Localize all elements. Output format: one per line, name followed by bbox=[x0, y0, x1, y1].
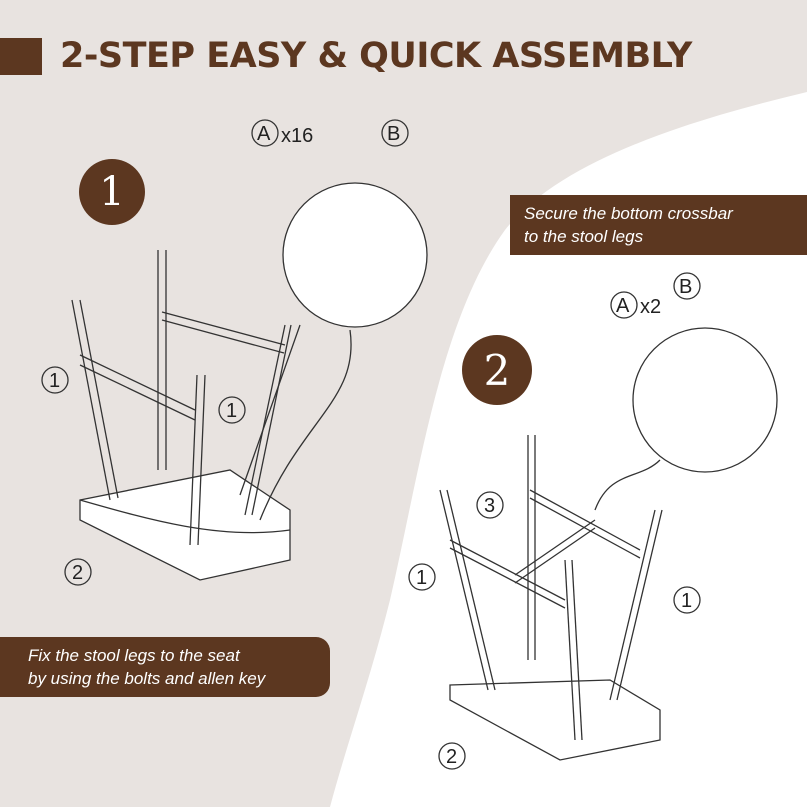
svg-text:B: B bbox=[679, 276, 692, 298]
part-label-step2-b: B bbox=[673, 272, 701, 300]
step-2-stool-drawing bbox=[439, 327, 778, 761]
svg-text:x2: x2 bbox=[640, 296, 661, 318]
part-label-step1-b: B bbox=[381, 119, 409, 147]
part-number-3: 3 bbox=[476, 491, 504, 519]
step-2-detail-magnifier bbox=[632, 327, 778, 473]
svg-text:2: 2 bbox=[446, 746, 457, 768]
step-1-callout: Fix the stool legs to the seat by using … bbox=[0, 637, 330, 697]
svg-text:1: 1 bbox=[226, 400, 237, 422]
part-number-2: 2 bbox=[438, 742, 466, 770]
part-number-1: 1 bbox=[218, 396, 246, 424]
step-2-callout: Secure the bottom crossbar to the stool … bbox=[510, 195, 807, 255]
title-accent-block bbox=[0, 38, 42, 75]
callout-line: Fix the stool legs to the seat bbox=[28, 646, 240, 665]
svg-text:2: 2 bbox=[72, 562, 83, 584]
part-number-1: 1 bbox=[673, 586, 701, 614]
page-title: 2-STEP EASY & QUICK ASSEMBLY bbox=[60, 36, 692, 76]
part-number-1: 1 bbox=[41, 366, 69, 394]
svg-text:A: A bbox=[257, 123, 271, 145]
step-2-badge: 2 bbox=[462, 335, 532, 405]
callout-line: to the stool legs bbox=[524, 227, 644, 246]
svg-text:1: 1 bbox=[681, 590, 692, 612]
part-number-1: 1 bbox=[408, 563, 436, 591]
svg-text:1: 1 bbox=[49, 370, 60, 392]
svg-text:3: 3 bbox=[484, 495, 495, 517]
svg-text:A: A bbox=[616, 295, 630, 317]
callout-line: Secure the bottom crossbar bbox=[524, 204, 733, 223]
callout-line: by using the bolts and allen key bbox=[28, 669, 266, 688]
svg-text:x16: x16 bbox=[281, 125, 313, 147]
step-1-detail-magnifier bbox=[282, 182, 428, 328]
step-1-badge: 1 bbox=[79, 159, 145, 225]
step-1-stool-drawing bbox=[71, 182, 428, 581]
svg-text:1: 1 bbox=[416, 567, 427, 589]
part-number-2: 2 bbox=[64, 558, 92, 586]
svg-text:B: B bbox=[387, 123, 400, 145]
